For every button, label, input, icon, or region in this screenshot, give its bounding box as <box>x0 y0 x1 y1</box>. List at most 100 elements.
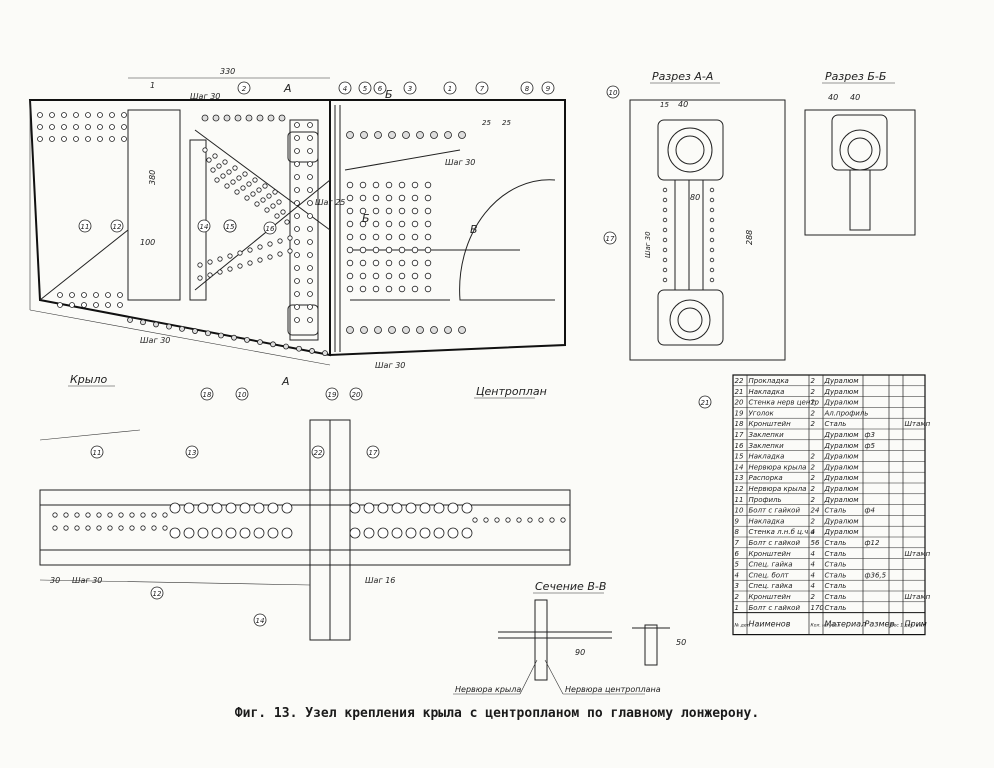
rivet <box>274 213 280 219</box>
bolt <box>281 527 293 539</box>
rivet <box>121 136 127 142</box>
rivet <box>527 517 533 523</box>
dim-330: 330 <box>220 67 235 76</box>
rivet <box>226 169 232 175</box>
rivet <box>280 209 286 215</box>
table-cell: Уголок <box>749 409 775 417</box>
rivet <box>494 517 500 523</box>
rivet <box>662 227 668 233</box>
bolt <box>140 319 146 326</box>
bolt <box>205 330 211 337</box>
table-cell: 2 <box>811 517 816 525</box>
rivet <box>242 171 248 177</box>
table-cell: 10 <box>735 507 744 515</box>
callout-6: 6 <box>378 85 383 93</box>
table-cell: Накладка <box>749 388 785 396</box>
table-cell: Сталь <box>825 550 847 558</box>
callout-circle-14 <box>253 613 267 627</box>
rivet <box>73 136 79 142</box>
rivet <box>63 512 69 518</box>
rivet <box>424 194 432 202</box>
table-cell: 4 <box>811 550 815 558</box>
bolt <box>225 502 237 514</box>
rivet <box>294 304 300 310</box>
table-cell: 56 <box>811 539 820 547</box>
rivet <box>505 517 511 523</box>
table-cell: 2 <box>811 399 816 407</box>
rivet <box>61 136 67 142</box>
table-cell: Заклепки <box>749 442 785 450</box>
table-cell: 4 <box>811 528 815 536</box>
aa-dim-80: 80 <box>690 193 700 202</box>
table-header: Размер <box>865 620 895 629</box>
bb-frame <box>804 109 916 236</box>
rivet <box>385 207 393 215</box>
rivet <box>662 237 668 243</box>
table-cell: Дуралюм <box>824 388 860 396</box>
rivet <box>307 200 313 206</box>
rivet <box>346 259 354 267</box>
rivet <box>247 247 253 253</box>
bolt <box>444 131 452 139</box>
dim-25a: 25 <box>482 119 491 127</box>
table-cell: Распорка <box>749 474 783 482</box>
rivet <box>709 227 715 233</box>
rivet <box>662 207 668 213</box>
rivet <box>210 167 216 173</box>
aa-dim-15: 15 <box>660 101 669 109</box>
rivet <box>709 237 715 243</box>
label-rib-wing: Нервюра крыла <box>455 685 521 694</box>
rivet <box>294 161 300 167</box>
rivet <box>237 263 243 269</box>
bolt <box>433 527 445 539</box>
rivet <box>267 241 273 247</box>
center-cutout <box>459 179 556 301</box>
rivet <box>52 512 58 518</box>
rivet <box>96 525 102 531</box>
rivet <box>346 233 354 241</box>
rivet <box>662 197 668 203</box>
bolt <box>461 502 473 514</box>
marker-1: 1 <box>150 81 155 90</box>
rivet <box>220 173 226 179</box>
rivet <box>294 213 300 219</box>
table-cell: 19 <box>735 409 744 417</box>
bb-dim-40b: 40 <box>850 93 860 102</box>
rivet <box>97 112 103 118</box>
callout-7: 7 <box>480 85 485 93</box>
bolt <box>225 527 237 539</box>
rivet <box>97 124 103 130</box>
rivet <box>37 124 43 130</box>
rivet <box>307 135 313 141</box>
rivet <box>294 278 300 284</box>
rivet <box>372 259 380 267</box>
rivet <box>262 183 268 189</box>
bolt <box>267 502 279 514</box>
bolt <box>374 326 382 334</box>
dim-380: 380 <box>148 170 157 185</box>
bolt <box>183 527 195 539</box>
rivet <box>294 317 300 323</box>
callout-12: 12 <box>153 590 162 598</box>
rivet <box>709 207 715 213</box>
bolt <box>309 348 315 354</box>
callout-circle-22 <box>311 445 325 459</box>
rivet <box>117 292 123 298</box>
bolt <box>253 502 265 514</box>
rivet <box>385 220 393 228</box>
rivet <box>93 302 99 308</box>
rivet <box>359 259 367 267</box>
dim-step30-bottom: Шаг 30 <box>140 336 170 345</box>
rivet <box>398 220 406 228</box>
table-cell: Заклепки <box>749 431 785 439</box>
table-cell: Дуралюм <box>824 463 860 471</box>
rivet <box>398 285 406 293</box>
rivet <box>49 124 55 130</box>
rivet <box>107 512 113 518</box>
rivet <box>207 272 213 278</box>
callout-circle-10 <box>606 85 620 99</box>
rivet <box>472 517 478 523</box>
rivet <box>411 207 419 215</box>
bolt <box>388 131 396 139</box>
